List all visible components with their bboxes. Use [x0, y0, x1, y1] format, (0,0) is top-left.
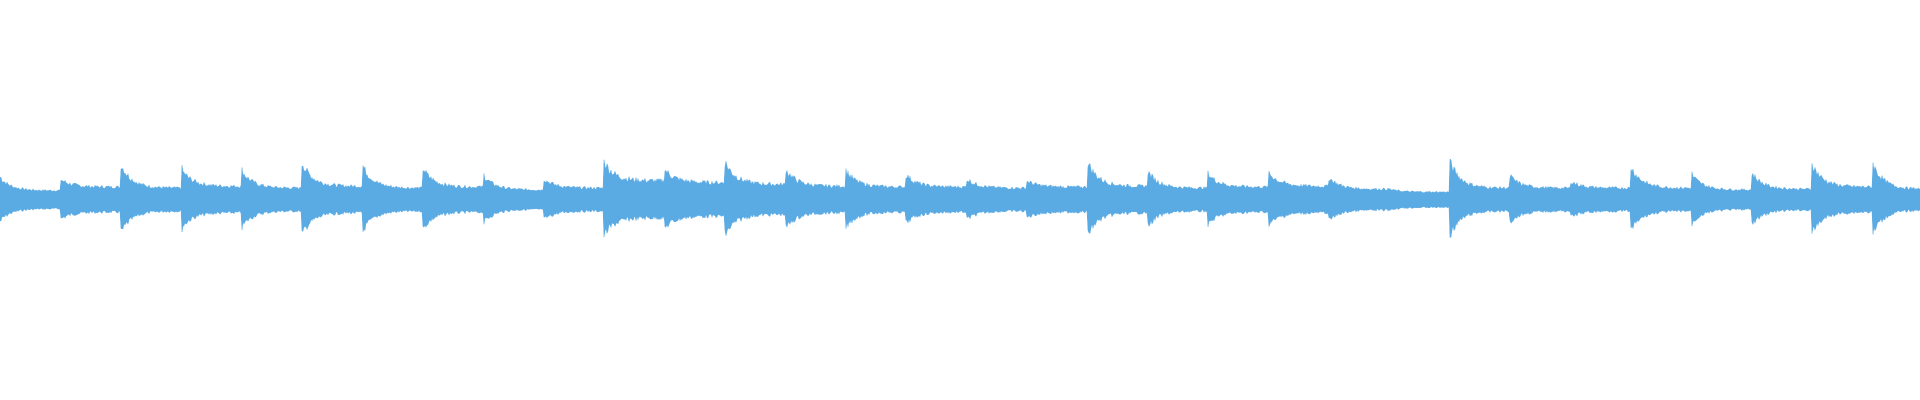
waveform-shape: [0, 158, 1920, 239]
